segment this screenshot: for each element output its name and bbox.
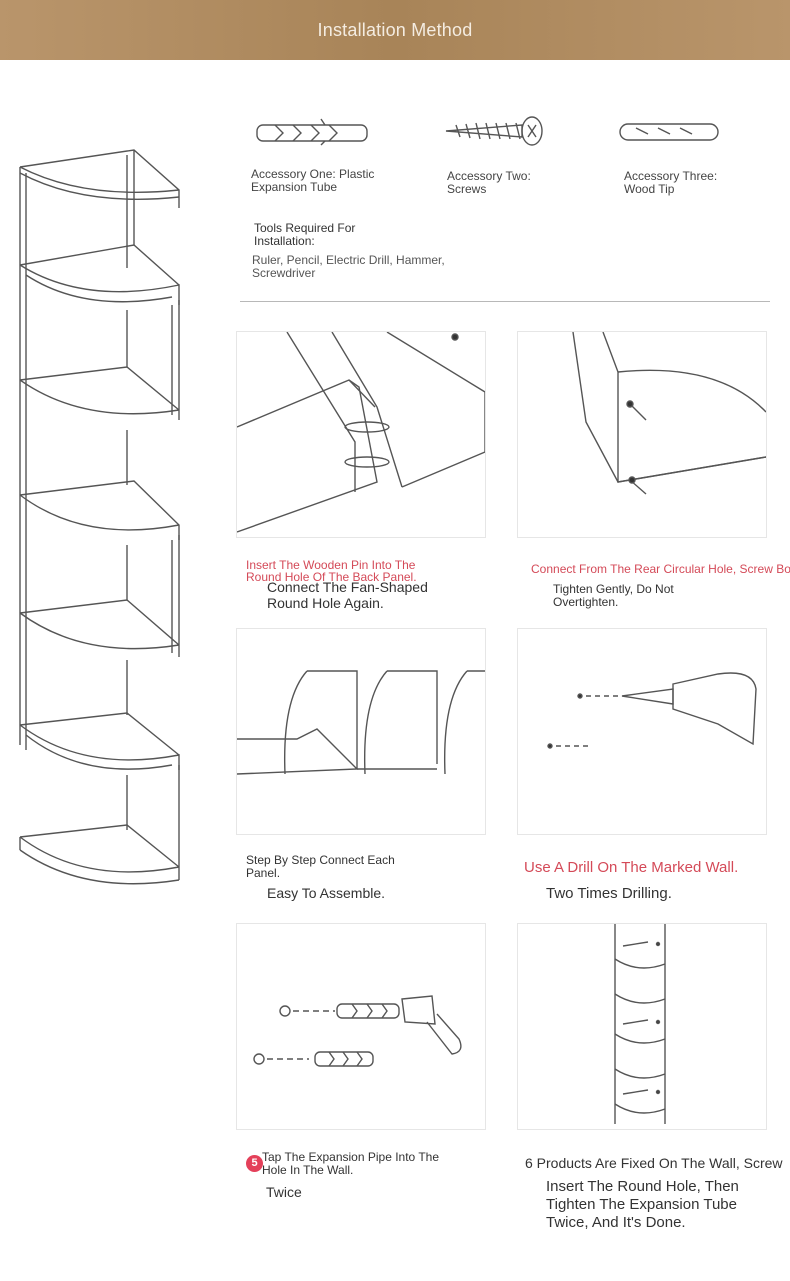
tools-list: Ruler, Pencil, Electric Drill, Hammer, S…: [252, 253, 445, 280]
step-2-image: [517, 331, 767, 538]
step-6-image: [517, 923, 767, 1130]
tools-title: Tools Required For Installation:: [254, 221, 356, 248]
hammer-icon: [401, 995, 436, 1025]
step-4-image: [517, 628, 767, 835]
step-5-caption-top: Tap The Expansion Pipe Into The Hole In …: [262, 1150, 440, 1177]
accessory-one-label: Accessory One: Plastic Expansion Tube: [251, 167, 375, 194]
step-1-image: [236, 331, 486, 538]
step-1-caption-dark: Connect The Fan-Shaped Round Hole Again.: [267, 579, 428, 611]
step-4-caption-red: Use A Drill On The Marked Wall.: [524, 859, 739, 876]
step-2-caption-dark: Tighten Gently, Do Not Overtighten.: [553, 582, 674, 609]
step-5-badge: 5: [246, 1155, 263, 1172]
accessory-two-label: Accessory Two: Screws: [447, 169, 531, 196]
step-3-image: [236, 628, 486, 835]
step-4-caption-dark: Two Times Drilling.: [546, 885, 672, 902]
step-3-caption-dark: Easy To Assemble.: [267, 885, 386, 901]
expansion-tube-icon: [255, 117, 371, 152]
step-5-caption-dark: Twice: [266, 1184, 302, 1200]
step-6-caption-dark: Insert The Round Hole, Then Tighten The …: [546, 1178, 739, 1231]
corner-shelf-illustration: [14, 145, 186, 890]
step-5-image: [236, 923, 486, 1130]
accessory-three-label: Accessory Three: Wood Tip: [624, 169, 718, 196]
page-title: Installation Method: [317, 20, 473, 40]
screw-icon: [442, 113, 548, 154]
step-6-caption-top: 6 Products Are Fixed On The Wall, Screw: [525, 1155, 783, 1171]
drill-icon: [672, 672, 757, 746]
step-3-caption-top: Step By Step Connect Each Panel.: [246, 853, 395, 880]
step-1-caption-red: Insert The Wooden Pin Into The Round Hol…: [246, 558, 417, 584]
header-banner: Installation Method: [0, 0, 790, 60]
wood-tip-icon: [618, 120, 722, 149]
step-2-caption-red: Connect From The Rear Circular Hole, Scr…: [531, 563, 790, 575]
divider: [240, 301, 770, 302]
